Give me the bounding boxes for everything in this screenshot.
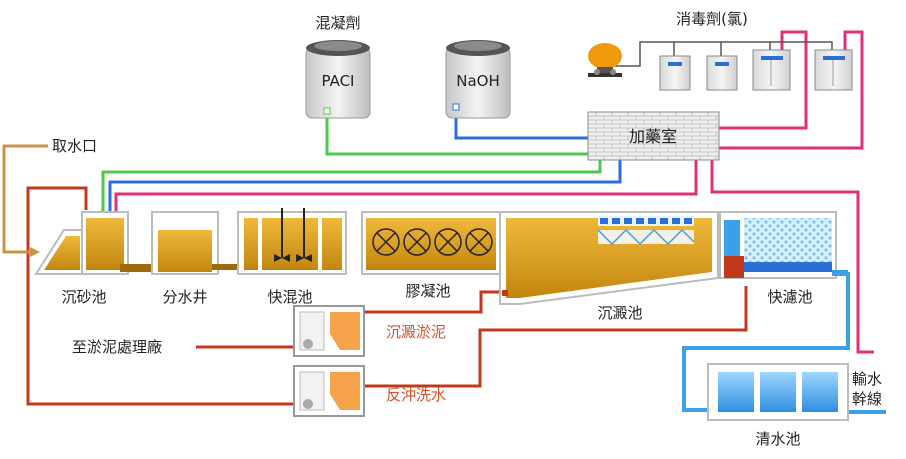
paci-dosing-line	[325, 112, 596, 156]
sludge-line-grit	[26, 186, 294, 406]
rapid-filter-label: 快濾池	[767, 288, 812, 306]
chlorine-line-3	[114, 160, 698, 212]
disinfectant-label: 消毒劑(氯)	[676, 10, 748, 28]
dosing-room	[587, 111, 720, 161]
chlorinator-unit-2	[706, 55, 738, 91]
coagulant-label: 混凝劑	[315, 14, 360, 32]
trunk-line-label-2: 幹線	[852, 390, 882, 408]
intake-line	[2, 144, 48, 254]
chlorine-line-1	[719, 30, 808, 130]
tube-settler-icon	[597, 216, 695, 246]
chlorinator-unit-4	[814, 49, 853, 91]
chlorinator-unit-3	[752, 49, 791, 91]
rapid-mix-tank	[237, 208, 347, 275]
backwash-line	[360, 286, 748, 388]
intake-label: 取水口	[52, 137, 97, 155]
distribution-well-label: 分水井	[162, 288, 207, 306]
paci-label: PACI	[322, 72, 355, 90]
dosing-room-label: 加藥室	[629, 127, 677, 146]
flocculation-label: 膠凝池	[405, 282, 450, 300]
grit-chamber-label: 沉砂池	[61, 288, 106, 306]
clean-water-line	[682, 272, 850, 412]
sludge-plant-label: 至淤泥處理廠	[72, 338, 162, 356]
flocculation-tank	[361, 211, 501, 275]
naoh-label: NaOH	[456, 72, 500, 90]
sedimentation-tank	[499, 211, 719, 305]
trunk-line-label-1: 輸水	[852, 370, 882, 388]
paci-tank	[305, 40, 371, 119]
clearwell-tank	[707, 363, 849, 421]
naoh-tank	[445, 40, 511, 119]
grit-chamber	[34, 211, 160, 275]
settled-sludge-label: 沉澱淤泥	[386, 323, 446, 341]
chlorine-line-4	[710, 160, 874, 354]
sedimentation-label: 沉澱池	[597, 304, 642, 322]
chlorine-cylinder-icon	[588, 43, 622, 77]
rapid-mix-label: 快混池	[267, 288, 312, 306]
chlorine-line-2	[719, 30, 864, 150]
backwash-water-tank	[293, 365, 365, 417]
paci-dosing-line-2	[101, 160, 602, 212]
rapid-filter	[719, 211, 848, 279]
chlorinator-unit-1	[659, 55, 691, 91]
paddle-icon	[372, 228, 493, 256]
clearwell-label: 清水池	[755, 430, 800, 448]
backwash-water-label: 反沖洗水	[386, 386, 446, 404]
distribution-well	[151, 211, 242, 275]
disinfectant-connector	[615, 41, 833, 67]
naoh-dosing-line-2	[108, 160, 622, 212]
settled-sludge-tank	[293, 305, 365, 357]
